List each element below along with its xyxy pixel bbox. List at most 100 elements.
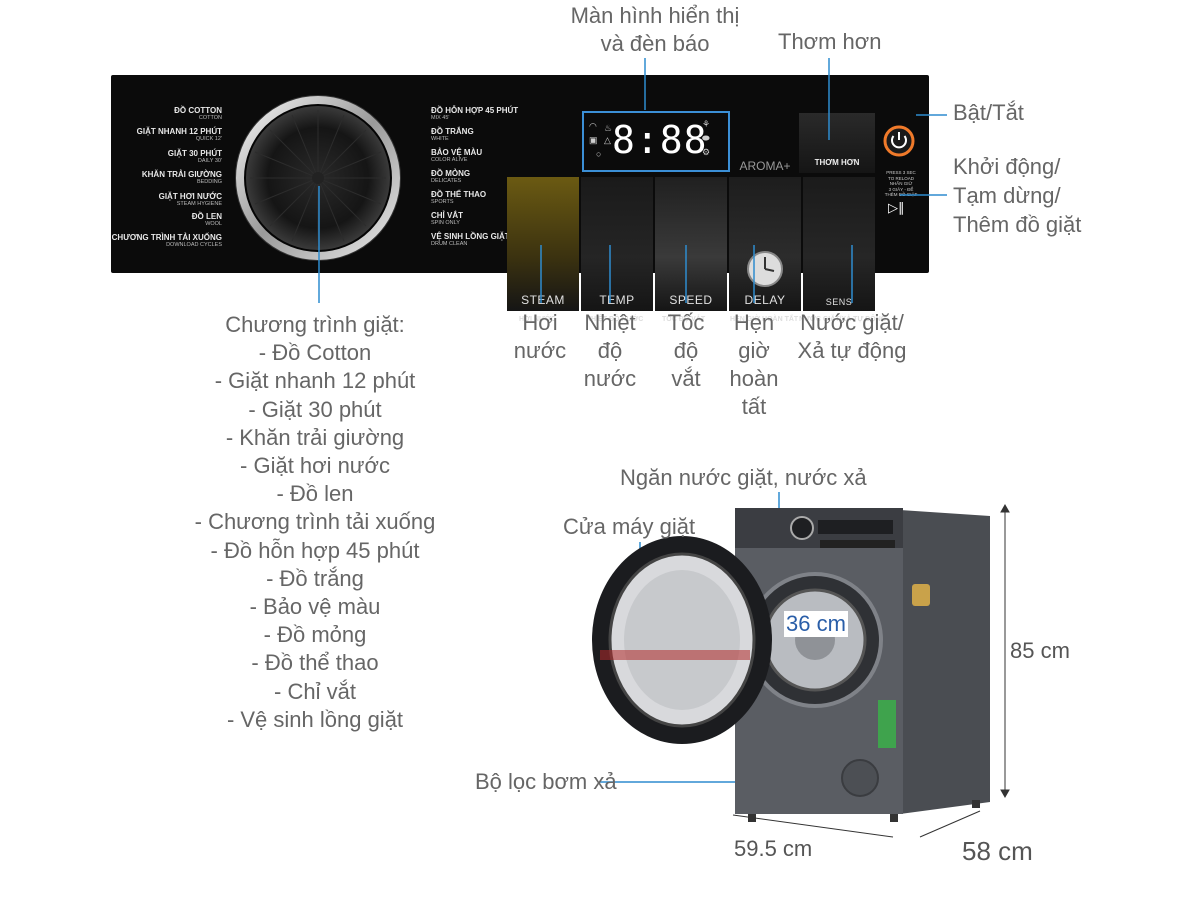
panel-program-name: GIẶT 30 PHÚT [167, 149, 222, 158]
delay-callout-line3: hoàn [729, 366, 779, 391]
panel-program-sub: DOWNLOAD CYCLES [166, 242, 222, 248]
water-drop-icon: ⬬ [702, 133, 710, 143]
program-list-item: - Chỉ vắt [274, 678, 356, 704]
delay-tile: DELAY [729, 177, 801, 311]
mini-dial [790, 516, 814, 540]
program-list-item: - Vệ sinh lồng giặt [226, 706, 404, 732]
panel-program-sub: DAILY 30' [197, 158, 222, 164]
gear-icon: ⚙ [702, 147, 711, 157]
clock-icon [747, 251, 783, 287]
program-list-title: Chương trình giặt: [225, 312, 405, 337]
program-list-item: - Chương trình tải xuống [194, 509, 436, 535]
btn-label-delay: HẸN GIỜ HOÀN TẤT [730, 316, 799, 323]
program-list-item: - Đồ hỗn hợp 45 phút [210, 537, 420, 563]
panel-program-sub: COLOR ALIVE [431, 157, 468, 163]
panel-program-name: ĐỒ HỖN HỢP 45 PHÚT [431, 106, 519, 115]
delay-callout: Hẹn giờ hoàn tất [714, 309, 794, 421]
panel-program-sub: WHITE [431, 136, 449, 142]
sens-tile-label: SENS [825, 297, 853, 307]
aroma-callout: Thơm hơn [778, 29, 882, 54]
start-hint-line: 3 GIÂY - ĐỂ [888, 186, 914, 192]
speed-callout-line1: Tốc [667, 310, 705, 335]
temp-callout: Nhiệt độ nước [570, 309, 650, 393]
program-list-item: - Đồ trắng [266, 565, 364, 591]
washing-machine [592, 508, 990, 822]
power-button[interactable] [882, 124, 916, 158]
dispenser-callout: Ngăn nước giặt, nước xả [620, 465, 867, 490]
program-list: Chương trình giặt: - Đồ Cotton- Giặt nha… [190, 311, 440, 734]
side-label [912, 584, 930, 606]
panel-program-name: GIẶT NHANH 12 PHÚT [136, 127, 222, 136]
aroma-tile-label: AROMA+ [739, 159, 791, 173]
start-hint-line: PRESS 3 SEC [886, 170, 916, 175]
program-list-item: - Đồ len [276, 481, 354, 507]
speed-tile-label: SPEED [669, 293, 713, 307]
filter-cover[interactable] [841, 759, 879, 797]
panel-program-sub: SPIN ONLY [431, 220, 460, 226]
speed-callout-line3: vắt [671, 366, 701, 391]
steam-tile: STEAM [507, 177, 579, 311]
door-diameter: 36 cm [784, 611, 848, 637]
panel-program-name: CHỈ VẮT [431, 211, 463, 220]
display-callout: Màn hình hiển thị và đèn báo [540, 2, 770, 58]
panel-program-name: KHĂN TRẢI GIƯỜNG [141, 170, 222, 179]
delay-callout-line4: tất [741, 394, 767, 419]
display-callout-line2: và đèn báo [600, 31, 710, 56]
program-list-item: - Bảo vệ màu [249, 594, 381, 620]
start-hint-line: TO RELOAD [888, 175, 914, 181]
aroma-button[interactable]: THƠM HƠN [799, 113, 875, 173]
child-lock-icon: ○ [596, 149, 602, 159]
temp-callout-line1: Nhiệt [584, 310, 636, 335]
panel-program-name: ĐỒ THỂ THAO [431, 190, 487, 199]
sens-tile: SENS [803, 177, 875, 311]
panel-program-sub: SPORTS [431, 199, 454, 205]
program-dial[interactable] [229, 92, 419, 262]
btn-label-detergent: NƯỚC GIẶT/XẢ TỰ ĐỘNG [799, 316, 887, 323]
panel-program-name: VỆ SINH LỒNG GIẶT [431, 232, 510, 241]
temp-callout-line2: độ [597, 338, 623, 363]
led-display: 8:88 ◠ ♨ ▣ △ ○ ⚘ ⬬ ⚙ [582, 111, 730, 172]
speed-tile: SPEED [655, 177, 727, 311]
panel-program-name: ĐỒ COTTON [174, 106, 222, 115]
program-list-item: - Đồ thể thao [251, 650, 379, 676]
start-callout-line3: Thêm đồ giặt [953, 212, 1082, 237]
speed-callout-line2: độ [673, 338, 699, 363]
mini-display [818, 520, 893, 534]
program-list-item: - Khăn trải giường [225, 424, 405, 450]
steam-callout: Hơi nước [500, 309, 580, 365]
delay-callout-line2: giờ [738, 338, 770, 363]
lock-icon: ▣ [589, 135, 598, 145]
detergent-callout-line1: Nước giặt/ [800, 310, 904, 335]
energy-label [878, 700, 896, 748]
program-list-item: - Giặt nhanh 12 phút [214, 368, 416, 394]
power-callout: Bật/Tắt [953, 100, 1024, 125]
play-pause-icon[interactable]: ▷∥ [888, 200, 905, 215]
panel-program-name: ĐỒ LEN [191, 212, 222, 221]
program-list-item: - Đồ mỏng [263, 622, 367, 648]
steam-callout-line1: Hơi [522, 310, 558, 335]
btn-label-temp: NHIỆT ĐỘ NƯỚC [586, 316, 644, 323]
speed-callout: Tốc độ vắt [646, 309, 726, 393]
temp-tile-label: TEMP [599, 293, 635, 307]
start-callout-line2: Tạm dừng/ [953, 183, 1061, 208]
steam-icon: ♨ [604, 123, 613, 133]
display-digits: 8:88 [612, 118, 708, 162]
panel-program-sub: COTTON [198, 115, 222, 121]
panel-program-name: GIẶT HƠI NƯỚC [158, 192, 222, 201]
btn-label-steam: HƠI NƯỚC [519, 316, 556, 323]
panel-program-sub: WOOL [205, 221, 222, 227]
height-dimension: 85 cm [1010, 638, 1070, 663]
panel-program-sub: BEDDING [196, 179, 222, 185]
temp-callout-line3: nước [583, 366, 637, 391]
door-callout: Cửa máy giặt [563, 514, 696, 539]
